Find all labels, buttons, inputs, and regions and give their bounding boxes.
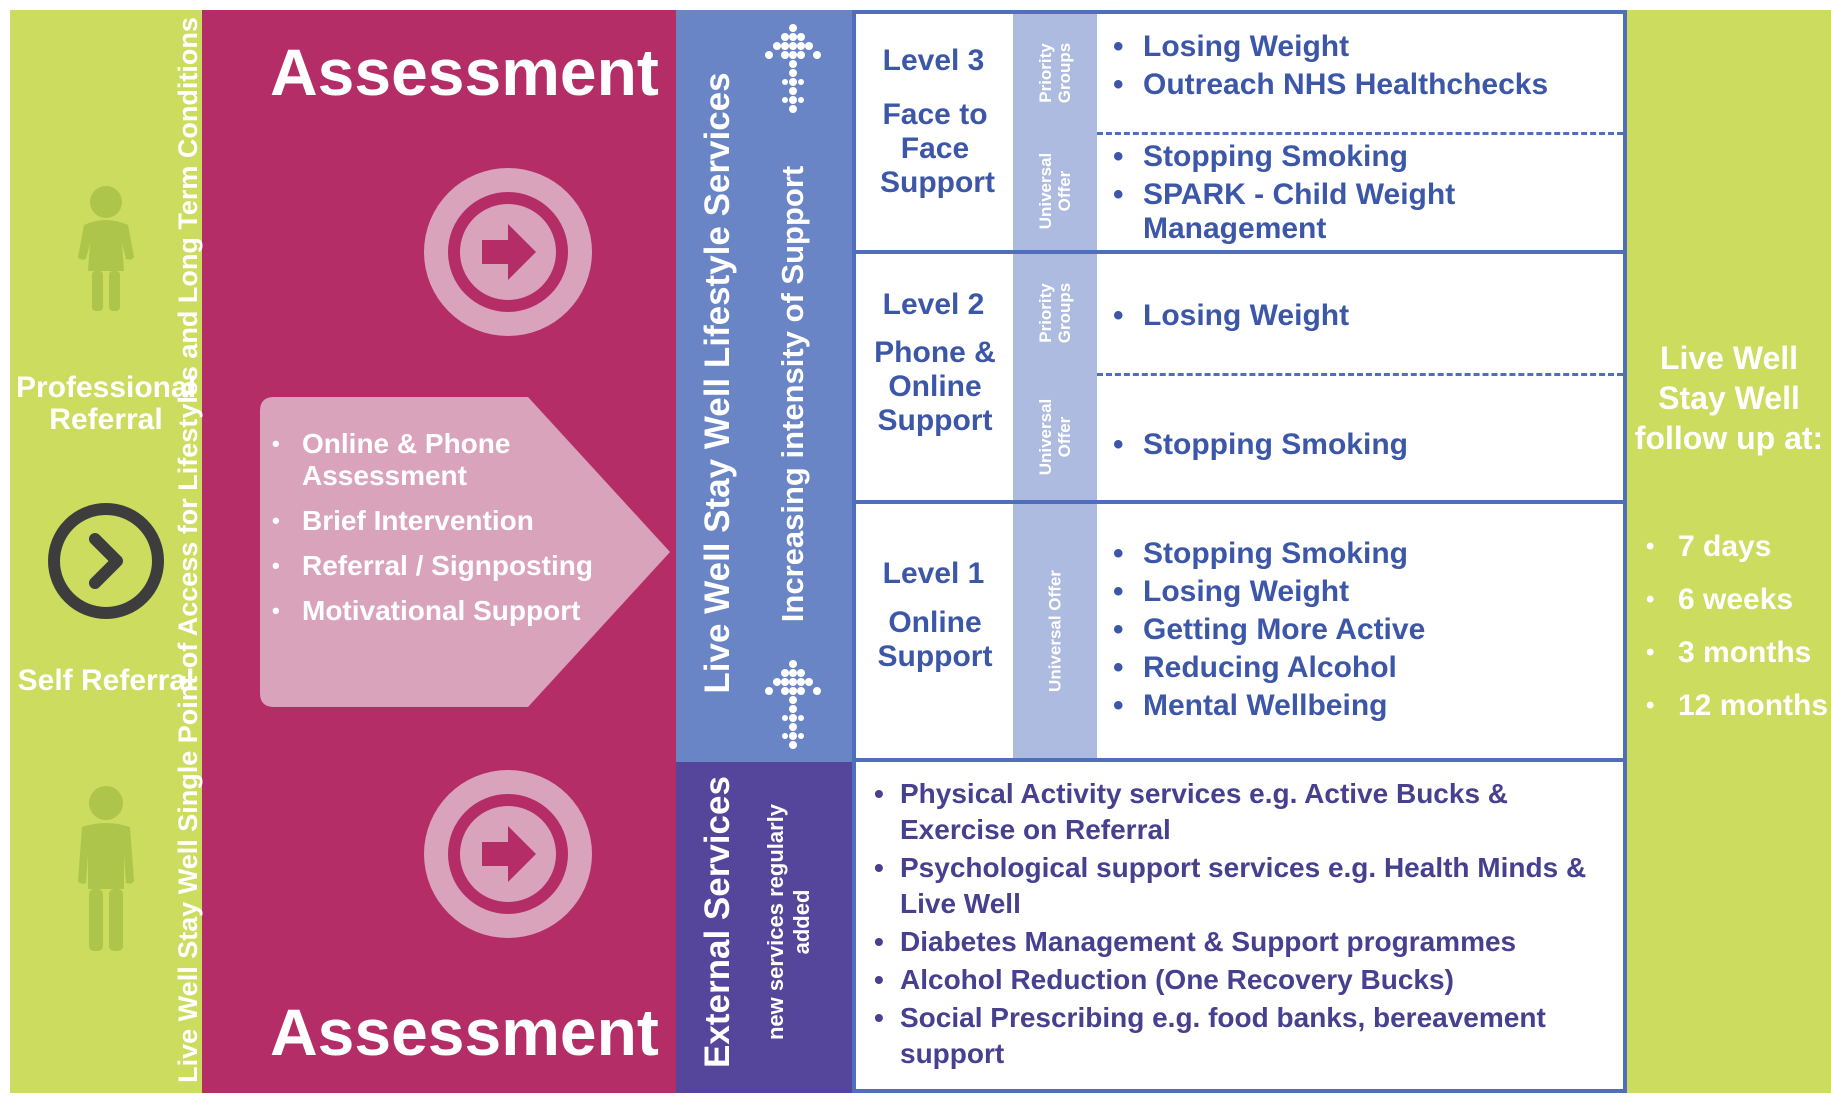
list-item: Losing Weight bbox=[1105, 30, 1615, 64]
level-2-mode: Phone & Online Support bbox=[874, 336, 996, 437]
level-2-universal-items: Stopping Smoking bbox=[1105, 428, 1615, 466]
group-divider bbox=[1097, 132, 1623, 135]
dotted-arrow-up-icon bbox=[765, 24, 821, 113]
group-band bbox=[1013, 254, 1097, 500]
list-item: 6 weeks bbox=[1640, 573, 1830, 626]
professional-referral-label: Professional Referral bbox=[15, 371, 197, 436]
person-icon bbox=[78, 786, 134, 951]
list-item: Referral / Signposting bbox=[266, 550, 596, 582]
list-item: Stopping Smoking bbox=[1105, 536, 1615, 571]
list-item: Motivational Support bbox=[266, 595, 596, 627]
level-1-mode: Online Support bbox=[877, 606, 993, 673]
level-1-universal-items: Stopping Smoking Losing Weight Getting M… bbox=[1105, 536, 1615, 726]
list-item: Mental Wellbeing bbox=[1105, 688, 1615, 723]
lifestyle-services-label: Live Well Stay Well Lifestyle Services bbox=[698, 72, 737, 694]
level-2-name: Level 2 bbox=[882, 288, 985, 321]
new-services-label: new services regularly added bbox=[763, 803, 814, 1041]
external-services-label: External Services bbox=[698, 776, 737, 1068]
level-3-mode: Face to Face Support bbox=[880, 98, 995, 199]
self-referral-label: Self Referral bbox=[17, 664, 195, 697]
universal-offer-label: Universal Offer bbox=[1036, 398, 1074, 476]
list-item: Losing Weight bbox=[1105, 574, 1615, 609]
level-3-name: Level 3 bbox=[882, 44, 985, 77]
list-item: 3 months bbox=[1640, 626, 1830, 679]
group-band bbox=[1013, 504, 1097, 758]
followup-items: 7 days 6 weeks 3 months 12 months bbox=[1640, 520, 1830, 732]
lifestyle-services-column bbox=[676, 10, 852, 762]
list-item: SPARK - Child Weight Management bbox=[1105, 178, 1485, 246]
chevron-right-icon bbox=[48, 503, 164, 619]
arrow-right-circle-icon bbox=[424, 168, 592, 336]
person-icon bbox=[78, 186, 134, 311]
group-band bbox=[1013, 14, 1097, 250]
list-item: Stopping Smoking bbox=[1105, 428, 1615, 462]
list-item: Getting More Active bbox=[1105, 612, 1615, 647]
list-item: 12 months bbox=[1640, 679, 1830, 732]
list-item: Stopping Smoking bbox=[1105, 140, 1615, 174]
list-item: Losing Weight bbox=[1105, 299, 1615, 333]
level-3-universal-items: Stopping Smoking SPARK - Child Weight Ma… bbox=[1105, 140, 1615, 250]
external-services-items: Physical Activity services e.g. Active B… bbox=[868, 776, 1608, 1074]
list-item: 7 days bbox=[1640, 520, 1830, 573]
level-2-priority-items: Losing Weight bbox=[1105, 299, 1615, 337]
assessment-title-bottom: Assessment bbox=[270, 995, 659, 1069]
assessment-title-top: Assessment bbox=[270, 35, 659, 109]
list-item: Diabetes Management & Support programmes bbox=[868, 924, 1608, 960]
external-services-column bbox=[676, 762, 852, 1093]
list-item: Outreach NHS Healthchecks bbox=[1105, 68, 1615, 102]
referral-column: Professional Referral Self Referral bbox=[10, 10, 202, 1093]
list-item: Reducing Alcohol bbox=[1105, 650, 1615, 685]
arrow-right-circle-icon bbox=[424, 770, 592, 938]
priority-groups-label: Priority Groups bbox=[1036, 282, 1074, 344]
list-item: Alcohol Reduction (One Recovery Bucks) bbox=[868, 962, 1608, 998]
list-item: Social Prescribing e.g. food banks, bere… bbox=[868, 1000, 1608, 1072]
list-item: Physical Activity services e.g. Active B… bbox=[868, 776, 1608, 848]
level-divider bbox=[852, 250, 1627, 254]
universal-offer-label: Universal Offer bbox=[1045, 570, 1065, 692]
list-item: Online & Phone Assessment bbox=[266, 428, 596, 492]
priority-groups-label: Priority Groups bbox=[1036, 42, 1074, 104]
list-item: Psychological support services e.g. Heal… bbox=[868, 850, 1608, 922]
universal-offer-label: Universal Offer bbox=[1036, 152, 1074, 230]
followup-title: Live Well Stay Well follow up at: bbox=[1634, 340, 1824, 456]
intensity-label: Increasing intensity of Support bbox=[775, 165, 810, 623]
assessment-items: Online & Phone Assessment Brief Interven… bbox=[266, 428, 596, 640]
level-3-priority-items: Losing Weight Outreach NHS Healthchecks bbox=[1105, 30, 1615, 106]
dotted-arrow-down-icon bbox=[765, 660, 821, 749]
level-1-name: Level 1 bbox=[882, 557, 985, 590]
level-divider bbox=[852, 500, 1627, 504]
list-item: Brief Intervention bbox=[266, 505, 596, 537]
group-divider bbox=[1097, 373, 1623, 376]
single-point-of-access-label: Live Well Stay Well Single Point of Acce… bbox=[173, 17, 203, 1083]
